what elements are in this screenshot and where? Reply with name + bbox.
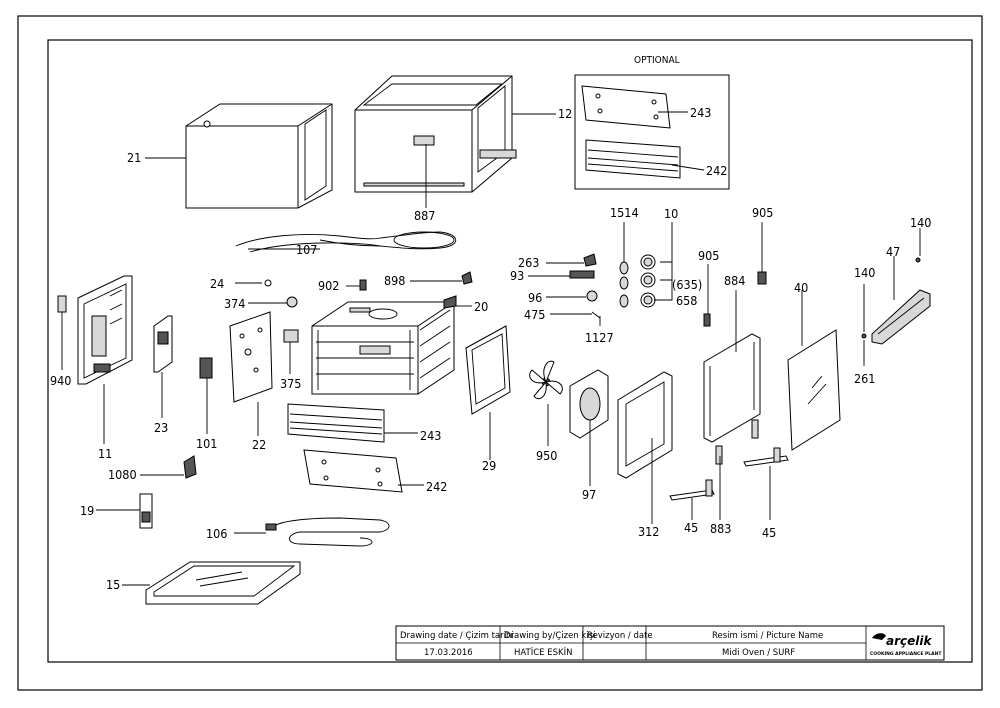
leader-lines (61, 111, 921, 586)
label-263: 263 (518, 255, 539, 270)
label-optional: OPTIONAL (634, 55, 680, 66)
part-door-glass-inner (703, 333, 761, 443)
label-883: 883 (710, 521, 731, 536)
label-940: 940 (50, 373, 71, 388)
tb-drawing-date-value: 17.03.2016 (424, 648, 473, 658)
part-door-glass-outer (787, 329, 841, 451)
label-950: 950 (536, 448, 557, 463)
label-887: 887 (414, 208, 435, 223)
label-902: 902 (318, 278, 339, 293)
title-block: Drawing date / Çizim tarihi Drawing by/Ç… (395, 625, 945, 661)
brand-logo-text: arçelik (886, 634, 932, 648)
part-outer-cabinet (185, 103, 333, 209)
tb-picture-name-header: Resim ismi / Picture Name (712, 631, 823, 641)
part-back-panel (57, 275, 133, 385)
control-components (569, 253, 601, 319)
door-hinges (669, 419, 789, 501)
label-97: 97 (582, 487, 596, 502)
label-45-right: 45 (762, 525, 776, 540)
knobs-and-bushings (619, 254, 656, 308)
part-1080-and-19 (139, 455, 197, 529)
label-375: 375 (280, 376, 301, 391)
optional-parts-box (574, 74, 730, 190)
label-24: 24 (210, 276, 224, 291)
label-1080: 1080 (108, 467, 137, 482)
part-door-seal (465, 325, 511, 415)
label-1127: 1127 (585, 330, 614, 345)
part-labels: OPTIONAL 21 887 12 243 242 107 24 902 89… (50, 55, 931, 592)
tb-revision-header: Revizyon / date (587, 631, 653, 641)
label-15: 15 (106, 577, 120, 592)
part-back-cabinet (354, 75, 517, 193)
part-oven-cavity (311, 301, 455, 395)
part-22-panel (229, 311, 273, 403)
inner-border (47, 39, 973, 663)
label-40: 40 (794, 280, 808, 295)
label-658: 658 (676, 293, 697, 308)
tb-picture-name-value: Midi Oven / SURF (722, 648, 795, 658)
label-106: 106 (206, 526, 227, 541)
label-312: 312 (638, 524, 659, 539)
label-20: 20 (474, 299, 488, 314)
part-fan (529, 360, 563, 400)
label-898: 898 (384, 273, 405, 288)
door-handle (861, 257, 931, 345)
label-10: 10 (664, 206, 678, 221)
label-1514: 1514 (610, 205, 639, 220)
clips-905 (703, 271, 767, 327)
tb-drawn-by-header: Drawing by/Çizen kişi (504, 631, 596, 641)
label-140-top: 140 (910, 215, 931, 230)
label-905-left: 905 (698, 248, 719, 263)
part-middle-rails (287, 403, 403, 493)
brand-logo: arçelik COOKING APPLIANCE PLANT (870, 633, 942, 657)
label-261: 261 (854, 371, 875, 386)
label-475: 475 (524, 307, 545, 322)
tb-drawing-date-header: Drawing date / Çizim tarihi (400, 631, 514, 641)
label-47: 47 (886, 244, 900, 259)
label-635: (635) (672, 277, 702, 292)
label-140-left: 140 (854, 265, 875, 280)
part-23-bracket (153, 315, 173, 373)
label-23: 23 (154, 420, 168, 435)
label-884: 884 (724, 273, 745, 288)
label-243-optional: 243 (690, 105, 711, 120)
label-93: 93 (510, 268, 524, 283)
label-12: 12 (558, 106, 572, 121)
label-243: 243 (420, 428, 441, 443)
tb-drawn-by-value: HATİCE ESKİN (514, 647, 572, 658)
label-11: 11 (98, 446, 112, 461)
label-21: 21 (127, 150, 141, 165)
outer-border (17, 15, 983, 691)
label-96: 96 (528, 290, 542, 305)
label-101: 101 (196, 436, 217, 451)
label-374: 374 (224, 296, 245, 311)
label-107: 107 (296, 242, 317, 257)
label-22: 22 (252, 437, 266, 452)
label-905-right: 905 (752, 205, 773, 220)
part-door-frame (617, 371, 673, 479)
part-bottom-tray (145, 561, 301, 605)
label-29: 29 (482, 458, 496, 473)
brand-logo-subtitle: COOKING APPLIANCE PLANT (870, 651, 942, 657)
part-bottom-heater (265, 517, 390, 547)
small-components-top (264, 271, 473, 343)
label-242-optional: 242 (706, 163, 727, 178)
label-242: 242 (426, 479, 447, 494)
part-fan-cover (569, 369, 609, 439)
part-101-switch (199, 357, 213, 379)
label-19: 19 (80, 503, 94, 518)
label-45-left: 45 (684, 520, 698, 535)
